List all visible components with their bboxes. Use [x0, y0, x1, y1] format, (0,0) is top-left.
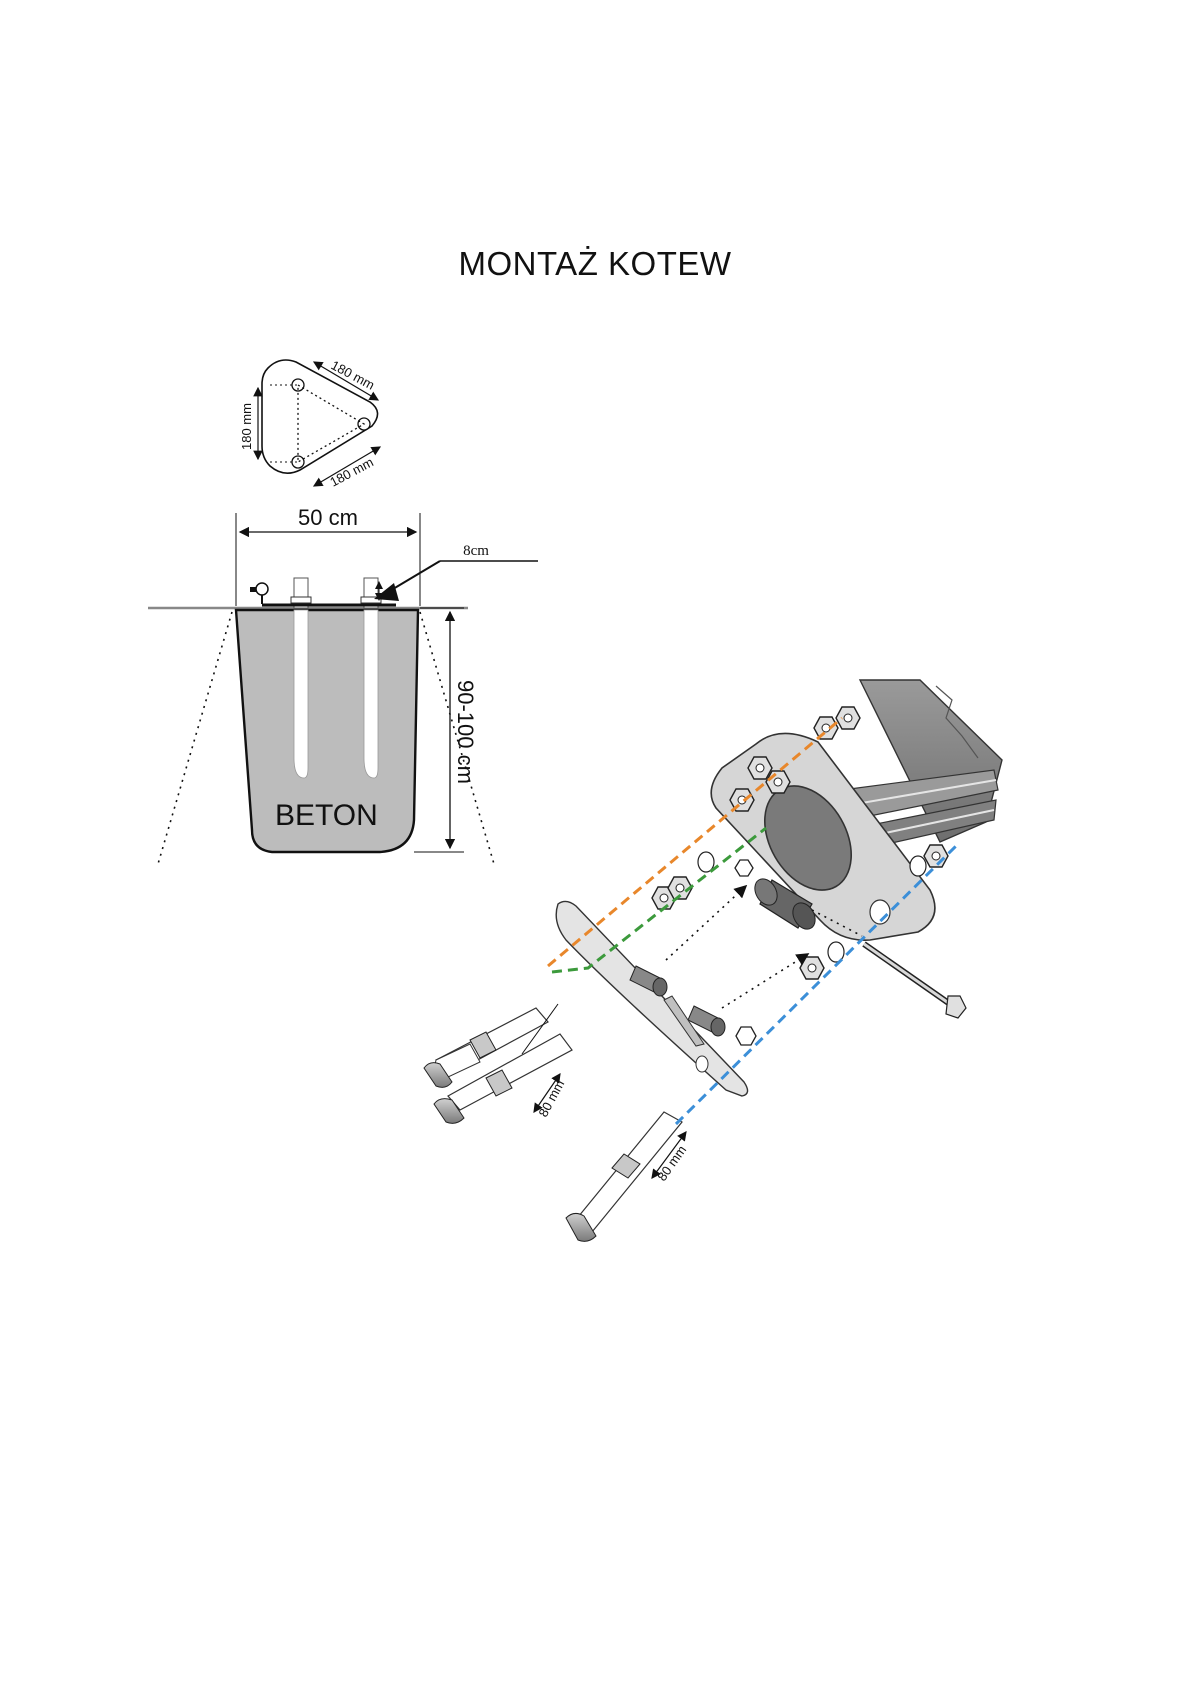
assembly-guide-lines: [547, 716, 958, 1126]
exploded-assembly-view: 80 mm 80 mm: [423, 679, 1003, 1242]
anchor-bolt: [433, 1033, 573, 1124]
protrusion-label: 8cm: [463, 543, 489, 559]
guide-line-blue: [674, 844, 958, 1126]
middle-nuts: [651, 851, 845, 1046]
base-plate: [555, 900, 749, 1097]
dimension-label-left: 180 mm: [239, 403, 254, 450]
foundation-section: BETON 50 cm 8cm 90-100 cm: [148, 505, 538, 865]
slope-line: [157, 611, 233, 865]
insertion-arrows: [665, 884, 863, 1009]
anchor-bolt: [423, 1007, 549, 1088]
width-label: 50 cm: [298, 505, 358, 530]
bolt-symbol: [255, 582, 269, 596]
anchor-bolts: [423, 1007, 683, 1242]
anchor-rod: [363, 609, 379, 779]
guide-line-orange: [547, 716, 843, 968]
guide-line-green: [551, 826, 767, 974]
long-bolt: [862, 941, 967, 1019]
bolt-length-label-left: 80 mm: [535, 1077, 567, 1119]
depth-label: 90-100 cm: [453, 680, 478, 784]
anchor-plate-top-view: 180 mm 180 mm 180 mm: [239, 357, 382, 490]
page-title: MONTAŻ KOTEW: [458, 245, 732, 282]
anchor-rod: [293, 609, 309, 779]
slope-line: [419, 611, 495, 865]
concrete-label: BETON: [275, 799, 378, 832]
dimension-label-bottom: 180 mm: [327, 454, 376, 489]
